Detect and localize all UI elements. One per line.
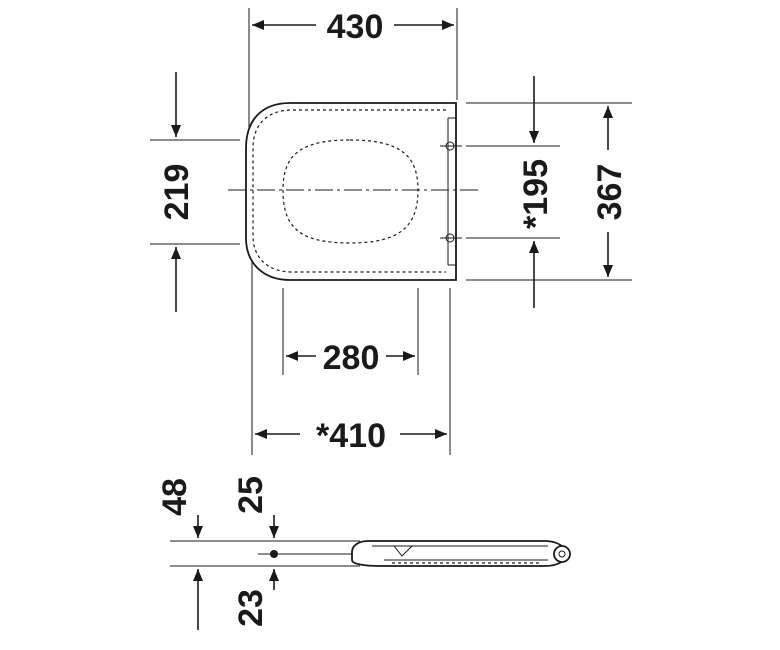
hinge-hole-top	[440, 141, 462, 151]
side-view: 48 25 23	[156, 476, 571, 630]
dim-height-total: 48	[156, 478, 203, 630]
label-25: 25	[232, 476, 270, 514]
seat-outline	[245, 102, 457, 281]
label-430: 430	[327, 8, 384, 46]
dim-overall-width: 430	[248, 8, 458, 128]
buffer-shape	[393, 545, 413, 557]
hinge-side	[553, 545, 571, 563]
dim-height-lower: 23	[232, 569, 279, 627]
dim-height-upper: 25	[232, 476, 279, 538]
label-star-195: *195	[517, 159, 555, 229]
reference-point	[270, 550, 278, 558]
rim-dashed-outline	[252, 109, 446, 273]
dim-inner-opening-height: 219	[150, 72, 240, 312]
top-view: 430 219 *195 367	[150, 8, 632, 455]
dim-hinge-spacing: *195	[466, 76, 560, 308]
label-219: 219	[158, 164, 196, 221]
dim-inner-opening-width: 280	[282, 288, 419, 377]
hinge-hole-bottom	[440, 233, 462, 243]
dim-overall-length: 367	[466, 102, 632, 281]
label-star-410: *410	[316, 417, 386, 455]
dim-rim-width: *410	[251, 262, 451, 455]
seat-side-profile	[351, 540, 567, 567]
hinge-plate	[447, 103, 457, 280]
label-367: 367	[591, 164, 629, 221]
label-280: 280	[323, 339, 380, 377]
label-23: 23	[232, 589, 270, 627]
label-48: 48	[156, 478, 194, 516]
